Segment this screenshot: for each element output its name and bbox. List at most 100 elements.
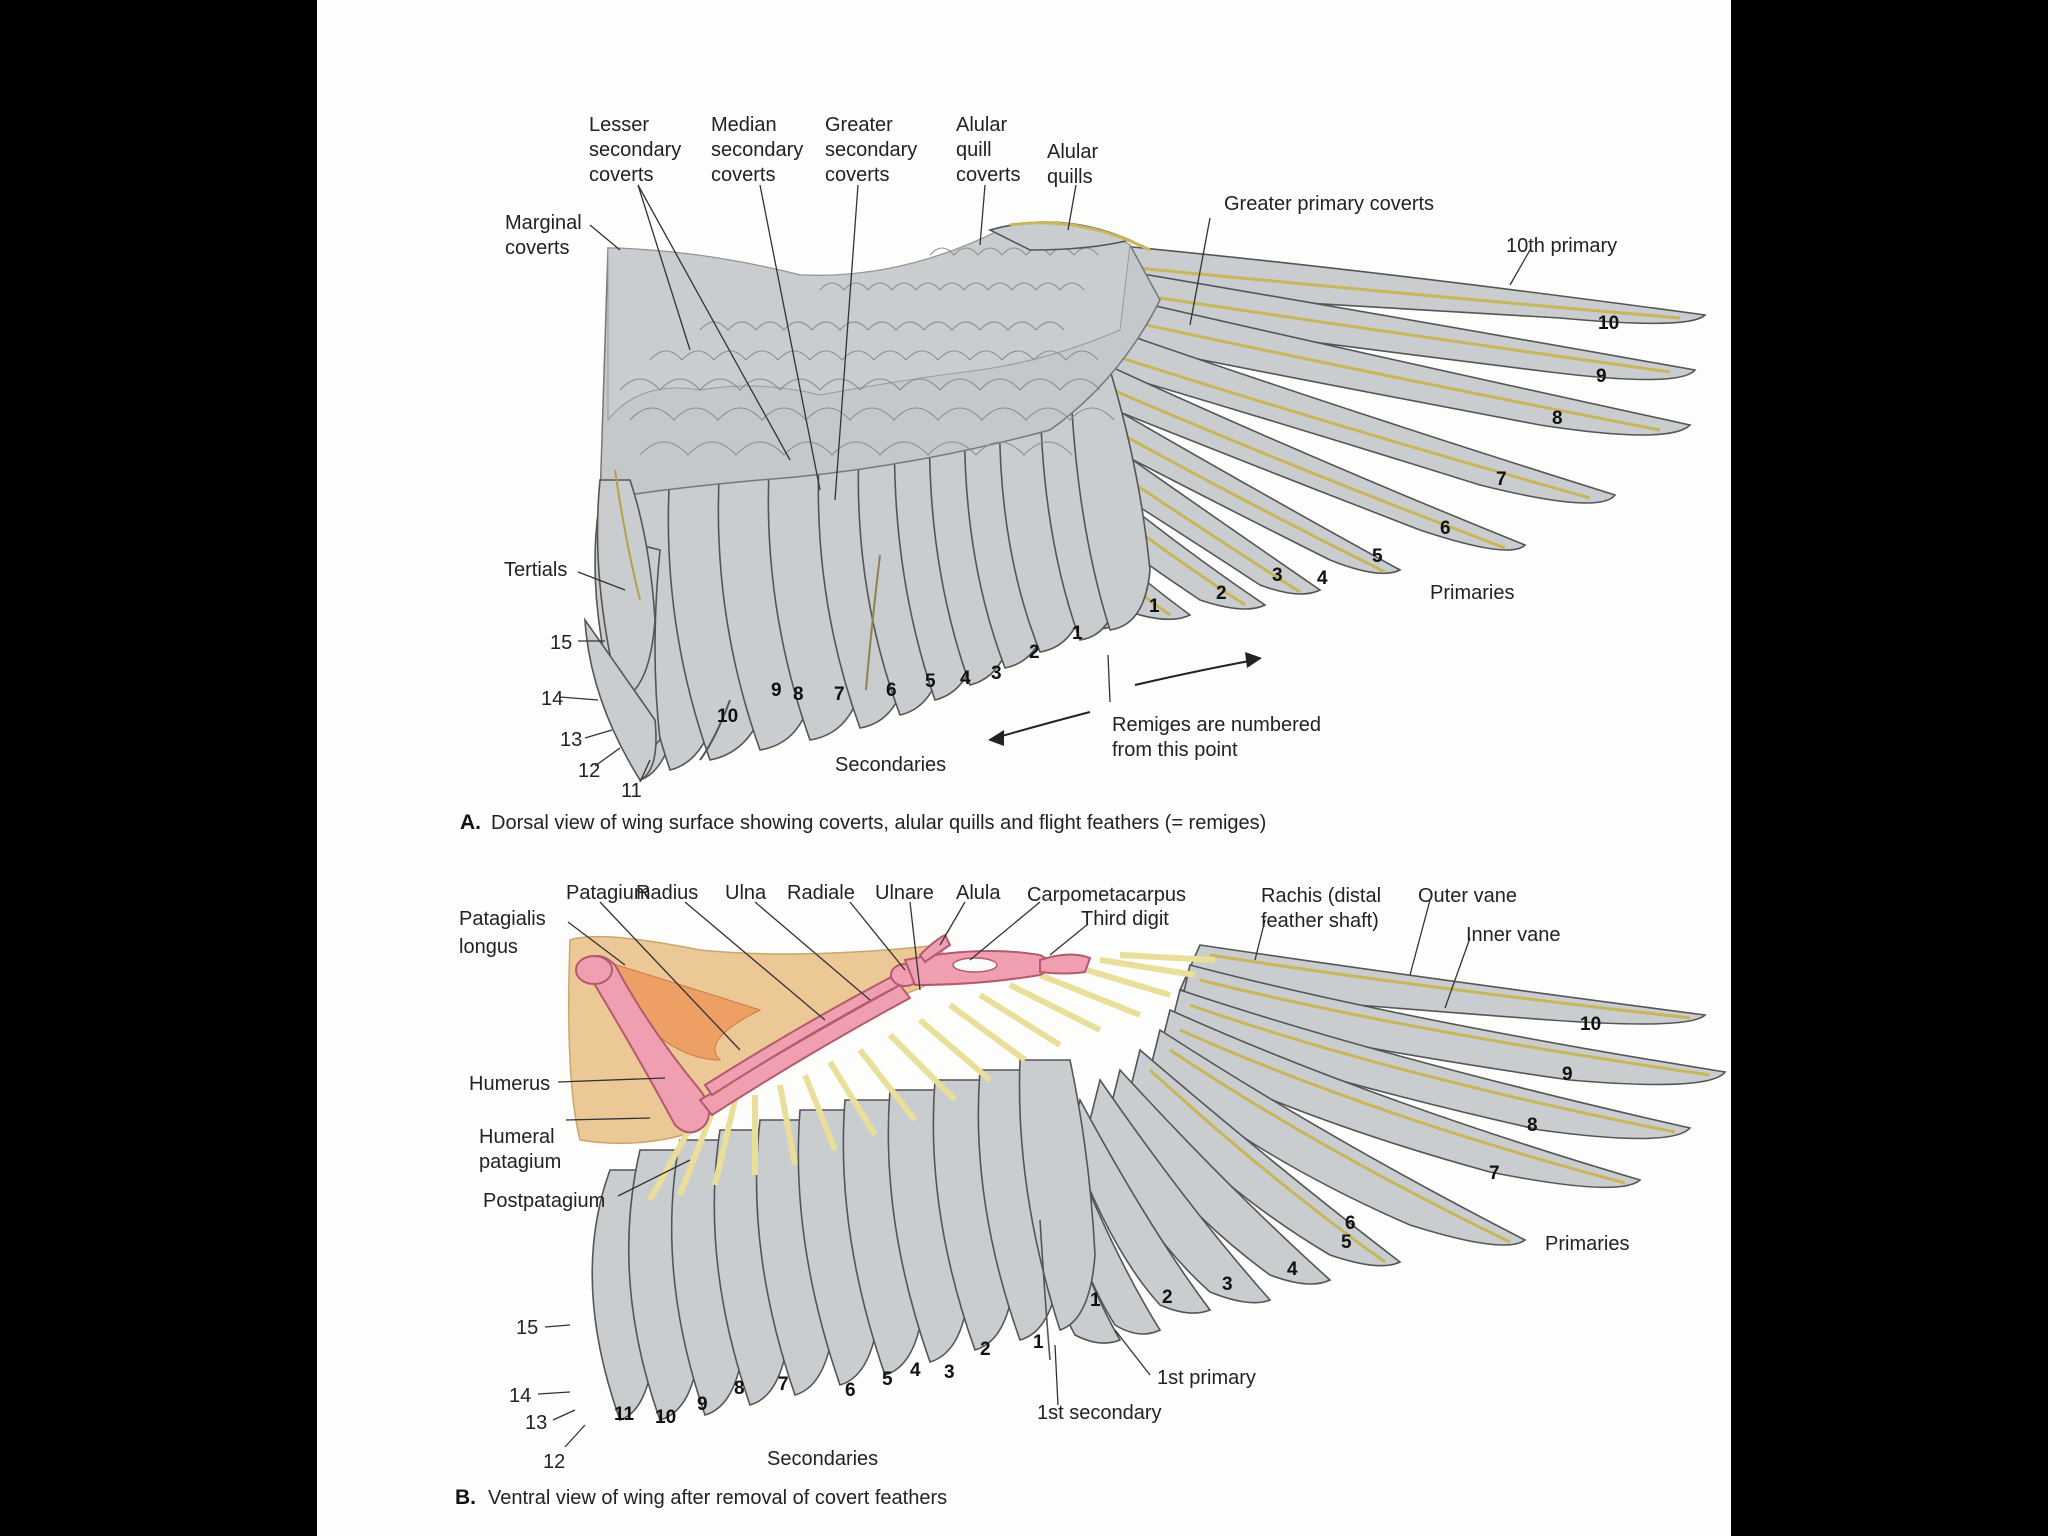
secondary-number: 7 bbox=[778, 1374, 789, 1395]
panel-b-outer-numbers: 15 14 13 12 bbox=[509, 1317, 565, 1473]
first-secondary-label: 1st secondary bbox=[1037, 1402, 1162, 1424]
secondary-number: 8 bbox=[734, 1378, 745, 1399]
panel-b-ventral-wing: Patagium Radius Ulna Radiale Ulnare Alul… bbox=[455, 882, 1727, 1509]
panel-a-labels: Lesser secondary coverts Median secondar… bbox=[504, 114, 1617, 776]
primary-number: 7 bbox=[1489, 1163, 1500, 1184]
caption-b-text: Ventral view of wing after removal of co… bbox=[488, 1487, 947, 1509]
secondary-number: 3 bbox=[944, 1362, 955, 1383]
carpometacarpus-label: Carpometacarpus bbox=[1027, 884, 1186, 906]
panel-b-primary-numbers: 10 9 8 7 6 5 4 3 2 1 bbox=[1090, 1014, 1601, 1311]
panel-b-labels: Patagium Radius Ulna Radiale Ulnare Alul… bbox=[459, 882, 1629, 1470]
outer-number: 15 bbox=[550, 632, 572, 654]
lesser-coverts-label-3: coverts bbox=[589, 164, 653, 186]
secondary-number: 5 bbox=[882, 1369, 893, 1390]
secondary-number: 1 bbox=[1033, 1332, 1044, 1353]
panel-a-primary-numbers: 10 9 8 7 6 5 4 3 2 1 bbox=[1149, 313, 1619, 617]
greater-coverts-label-3: coverts bbox=[825, 164, 889, 186]
panel-b-caption: B. Ventral view of wing after removal of… bbox=[455, 1486, 947, 1509]
secondary-number: 10 bbox=[717, 706, 738, 727]
secondary-number: 9 bbox=[697, 1394, 708, 1415]
humeral-patagium-label-2: patagium bbox=[479, 1151, 561, 1173]
panel-a-arrows bbox=[988, 652, 1262, 746]
panel-a-caption: A. Dorsal view of wing surface showing c… bbox=[460, 811, 1266, 834]
secondary-number: 2 bbox=[1029, 642, 1040, 663]
outer-number: 11 bbox=[621, 780, 642, 802]
primary-number: 9 bbox=[1596, 366, 1607, 387]
patagialis-label-1: Patagialis bbox=[459, 908, 546, 930]
caption-a-letter: A. bbox=[460, 811, 481, 834]
secondary-number: 6 bbox=[886, 680, 897, 701]
outer-number: 14 bbox=[509, 1385, 531, 1407]
ulnare-label: Ulnare bbox=[875, 882, 934, 904]
primary-number: 8 bbox=[1527, 1115, 1538, 1136]
panel-a-secondaries bbox=[594, 369, 1151, 782]
panel-b-secondaries bbox=[591, 1059, 1096, 1422]
primary-number: 8 bbox=[1552, 408, 1563, 429]
primary-number: 1 bbox=[1149, 596, 1160, 617]
primaries-label-a: Primaries bbox=[1430, 582, 1514, 604]
secondary-number: 4 bbox=[960, 668, 971, 689]
primary-number: 3 bbox=[1272, 565, 1283, 586]
rachis-label-1: Rachis (distal bbox=[1261, 885, 1381, 907]
outer-vane-label: Outer vane bbox=[1418, 885, 1517, 907]
median-coverts-label-1: Median bbox=[711, 114, 777, 136]
primary-number: 2 bbox=[1162, 1287, 1173, 1308]
patagium-label: Patagium bbox=[566, 882, 651, 904]
median-coverts-label-3: coverts bbox=[711, 164, 775, 186]
secondary-number: 6 bbox=[845, 1380, 856, 1401]
alular-coverts-label-2: quill bbox=[956, 139, 992, 161]
inner-vane-label: Inner vane bbox=[1466, 924, 1561, 946]
secondary-number: 11 bbox=[614, 1404, 635, 1425]
secondary-number: 8 bbox=[793, 684, 804, 705]
remiges-note-2: from this point bbox=[1112, 739, 1238, 761]
panel-b-secondary-numbers: 1 2 3 4 5 6 7 8 9 10 11 bbox=[614, 1332, 1044, 1428]
primary-number: 5 bbox=[1341, 1232, 1352, 1253]
marginal-coverts-label-2: coverts bbox=[505, 237, 569, 259]
greater-primary-coverts-label: Greater primary coverts bbox=[1224, 193, 1434, 215]
alular-quills-label-1: Alular bbox=[1047, 141, 1098, 163]
caption-a-text: Dorsal view of wing surface showing cove… bbox=[491, 812, 1266, 834]
primary-number: 7 bbox=[1496, 469, 1507, 490]
primary-number: 10 bbox=[1598, 313, 1619, 334]
marginal-coverts-label-1: Marginal bbox=[505, 212, 582, 234]
outer-number: 13 bbox=[560, 729, 582, 751]
secondary-number: 9 bbox=[771, 680, 782, 701]
alular-coverts-label-3: coverts bbox=[956, 164, 1020, 186]
secondary-number: 4 bbox=[910, 1360, 921, 1381]
primary-number: 4 bbox=[1317, 568, 1328, 589]
tenth-primary-label: 10th primary bbox=[1506, 235, 1617, 257]
first-primary-label: 1st primary bbox=[1157, 1367, 1256, 1389]
secondary-number: 3 bbox=[991, 663, 1002, 684]
panel-a-dorsal-wing: Lesser secondary coverts Median secondar… bbox=[460, 114, 1707, 834]
humerus-bone bbox=[582, 955, 710, 1134]
alular-quills-label-2: quills bbox=[1047, 166, 1093, 188]
panel-b-primaries bbox=[1029, 944, 1727, 1344]
secondaries-label-b: Secondaries bbox=[767, 1448, 878, 1470]
alular-coverts-label-1: Alular bbox=[956, 114, 1007, 136]
primary-number: 6 bbox=[1440, 518, 1451, 539]
primary-number: 9 bbox=[1562, 1064, 1573, 1085]
panel-a-covert-region bbox=[584, 221, 1161, 782]
third-digit-label: Third digit bbox=[1081, 908, 1169, 930]
primary-number: 3 bbox=[1222, 1274, 1233, 1295]
ulna-label: Ulna bbox=[725, 882, 767, 904]
humeral-patagium-label-1: Humeral bbox=[479, 1126, 555, 1148]
primary-number: 4 bbox=[1287, 1259, 1298, 1280]
panel-a-leader-lines bbox=[559, 184, 1531, 783]
remiges-note-1: Remiges are numbered bbox=[1112, 714, 1321, 736]
outer-number: 15 bbox=[516, 1317, 538, 1339]
primary-number: 10 bbox=[1580, 1014, 1601, 1035]
lesser-coverts-label-1: Lesser bbox=[589, 114, 649, 136]
outer-number: 12 bbox=[578, 760, 600, 782]
primary-number: 5 bbox=[1372, 546, 1383, 567]
radiale-label: Radiale bbox=[787, 882, 855, 904]
lesser-coverts-label-2: secondary bbox=[589, 139, 681, 161]
secondary-number: 10 bbox=[655, 1407, 676, 1428]
rachis-label-2: feather shaft) bbox=[1261, 910, 1379, 932]
primary-number: 1 bbox=[1090, 1290, 1101, 1311]
panel-b-leader-lines bbox=[537, 899, 1471, 1448]
panel-a-outer-numbers: 15 14 13 12 11 bbox=[541, 632, 642, 802]
secondaries-label-a: Secondaries bbox=[835, 754, 946, 776]
caption-b-letter: B. bbox=[455, 1486, 476, 1509]
primary-number: 2 bbox=[1216, 583, 1227, 604]
